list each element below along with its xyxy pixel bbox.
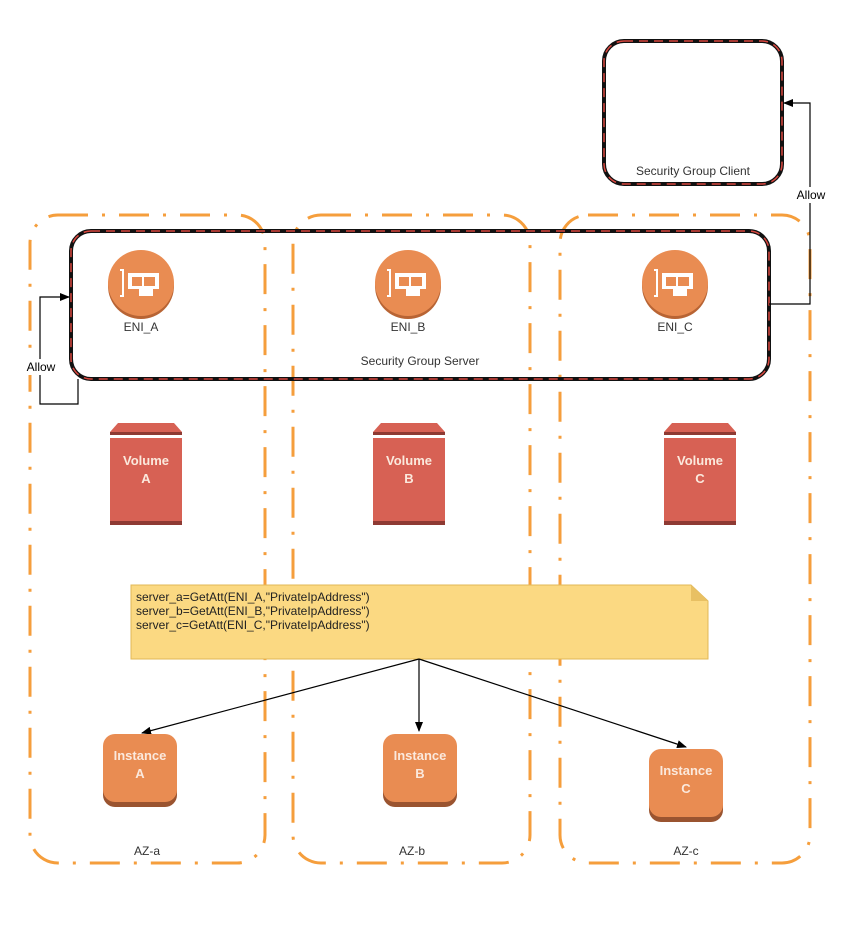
arrow-to-instance-a bbox=[141, 658, 420, 735]
volume-label: C bbox=[695, 471, 705, 486]
instance-label: A bbox=[135, 766, 145, 781]
instance-label: Instance bbox=[394, 748, 447, 763]
security-group-server[interactable]: Security Group Server bbox=[69, 229, 771, 381]
eni-label: ENI_C bbox=[657, 320, 693, 334]
eni-c[interactable]: ENI_C bbox=[642, 250, 708, 334]
getatt-note[interactable]: server_a=GetAtt(ENI_A,"PrivateIpAddress"… bbox=[130, 584, 709, 660]
eni-label: ENI_A bbox=[124, 320, 159, 334]
eni-b[interactable]: ENI_B bbox=[375, 250, 441, 334]
security-group-server-label: Security Group Server bbox=[361, 354, 480, 368]
allow-left-connector[interactable]: Allow bbox=[22, 293, 79, 405]
security-group-client-label: Security Group Client bbox=[636, 164, 751, 178]
volume-label: Volume bbox=[386, 453, 432, 468]
volume-label: Volume bbox=[123, 453, 169, 468]
allow-label: Allow bbox=[797, 188, 826, 202]
az-label: AZ-b bbox=[399, 844, 425, 858]
note-to-instance-arrows bbox=[141, 658, 687, 748]
az-label: AZ-a bbox=[134, 844, 160, 858]
network-interface-icon bbox=[654, 269, 693, 297]
instance-label: B bbox=[415, 766, 424, 781]
note-line: server_a=GetAtt(ENI_A,"PrivateIpAddress"… bbox=[136, 590, 370, 604]
availability-zone-a[interactable]: AZ-a bbox=[28, 213, 267, 865]
allow-right-connector[interactable]: Allow bbox=[769, 99, 830, 305]
volume-label: A bbox=[141, 471, 151, 486]
allow-label: Allow bbox=[27, 360, 56, 374]
network-interface-icon bbox=[387, 269, 426, 297]
note-line: server_c=GetAtt(ENI_C,"PrivateIpAddress"… bbox=[136, 618, 370, 632]
note-line: server_b=GetAtt(ENI_B,"PrivateIpAddress"… bbox=[136, 604, 370, 618]
instance-label: Instance bbox=[114, 748, 167, 763]
instance-label: Instance bbox=[660, 763, 713, 778]
availability-zone-c[interactable]: AZ-c bbox=[558, 213, 812, 865]
volume-label: Volume bbox=[677, 453, 723, 468]
eni-label: ENI_B bbox=[391, 320, 426, 334]
network-interface-icon bbox=[120, 269, 159, 297]
eni-a[interactable]: ENI_A bbox=[108, 250, 174, 334]
availability-zone-b[interactable]: AZ-b bbox=[291, 213, 532, 865]
security-group-client[interactable]: Security Group Client bbox=[602, 39, 784, 186]
volume-label: B bbox=[404, 471, 413, 486]
arrow-to-instance-c bbox=[418, 658, 687, 748]
instance-label: C bbox=[681, 781, 691, 796]
az-label: AZ-c bbox=[673, 844, 698, 858]
